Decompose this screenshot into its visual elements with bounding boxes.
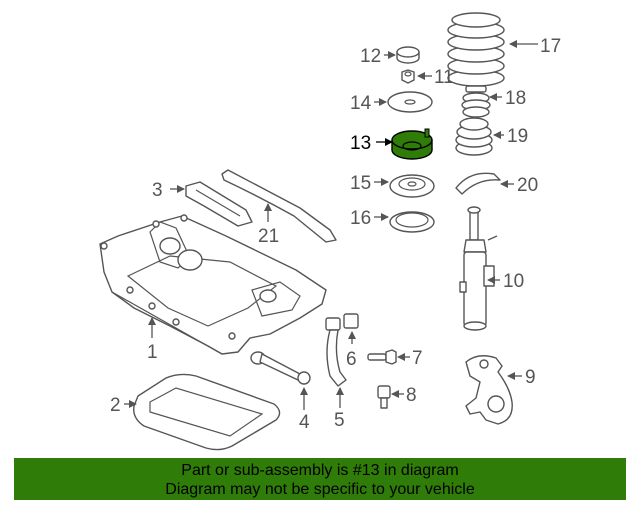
callout-14: 14 <box>350 93 372 114</box>
callout-15: 15 <box>350 173 371 194</box>
part-2-skid-plate[interactable] <box>133 373 281 451</box>
part-7-bolt[interactable] <box>367 349 397 365</box>
part-13-strut-mount[interactable] <box>391 128 433 160</box>
callout-8: 8 <box>406 385 417 406</box>
notice-banner: Part or sub-assembly is #13 in diagram D… <box>14 458 626 500</box>
callout-7: 7 <box>412 348 423 369</box>
part-12-cap[interactable] <box>396 46 420 64</box>
callout-10: 10 <box>503 271 524 292</box>
callout-3: 3 <box>152 180 163 201</box>
callout-11: 11 <box>434 67 454 88</box>
callout-19: 19 <box>507 126 528 147</box>
part-6-bushing[interactable] <box>343 313 359 329</box>
notice-line-1: Part or sub-assembly is #13 in diagram <box>181 462 459 479</box>
callout-6: 6 <box>346 349 357 370</box>
part-19-dust-boot[interactable] <box>455 117 493 156</box>
callout-18: 18 <box>505 88 526 109</box>
part-9-steering-knuckle[interactable] <box>465 355 513 425</box>
callout-2: 2 <box>110 395 121 416</box>
part-20-spring-pad[interactable] <box>455 172 501 195</box>
callout-20: 20 <box>517 175 538 196</box>
part-21-brace[interactable] <box>221 169 337 243</box>
callout-17: 17 <box>540 36 561 57</box>
part-4-tension-strut[interactable] <box>250 351 311 385</box>
callout-9: 9 <box>525 367 536 388</box>
callout-16: 16 <box>350 208 371 229</box>
part-17-coil-spring[interactable] <box>447 12 505 87</box>
callout-4: 4 <box>299 412 310 433</box>
part-11-nut[interactable] <box>401 69 415 84</box>
part-3-bracket[interactable] <box>185 181 253 227</box>
part-10-strut[interactable] <box>459 206 495 331</box>
part-15-spring-seat[interactable] <box>389 174 435 198</box>
callout-12: 12 <box>360 46 381 67</box>
part-1-subframe[interactable] <box>99 214 327 355</box>
part-18-bump-stop[interactable] <box>461 85 491 118</box>
callout-13: 13 <box>350 133 371 154</box>
callout-1: 1 <box>147 342 158 363</box>
part-5-control-arm[interactable] <box>325 317 347 387</box>
callout-21: 21 <box>258 226 279 247</box>
part-16-isolator[interactable] <box>389 211 435 233</box>
part-14-seal[interactable] <box>387 91 433 113</box>
parts-diagram: 17 18 19 20 10 9 <box>99 12 561 451</box>
notice-line-2: Diagram may not be specific to your vehi… <box>165 481 475 498</box>
callout-5: 5 <box>334 410 345 431</box>
part-8-ball-joint[interactable] <box>377 385 391 409</box>
